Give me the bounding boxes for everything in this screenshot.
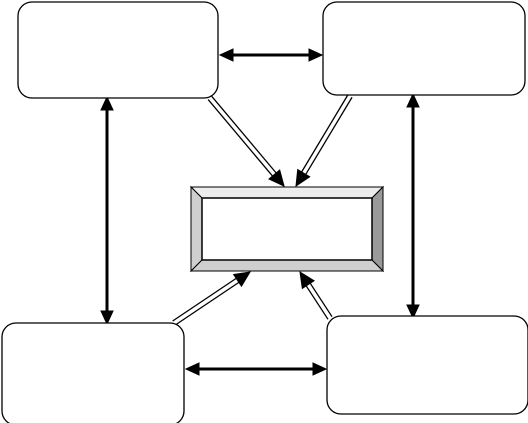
arrowhead-start — [406, 92, 420, 108]
bevel-top — [189, 186, 385, 199]
node-shape — [17, 1, 219, 99]
node-shape — [326, 315, 528, 415]
node-center — [189, 185, 385, 273]
bevel-bottom — [189, 259, 385, 272]
arrowhead-start — [100, 95, 114, 111]
node-bottom-left — [1, 322, 185, 423]
connector-top-right-to-center — [295, 94, 353, 188]
connector-rail-a — [300, 94, 349, 174]
connector-top-left-to-top-right — [218, 48, 324, 62]
connector-bottom-right-to-center — [299, 271, 333, 320]
connector-rail-b — [172, 276, 239, 322]
connector-top-left-to-center — [207, 96, 285, 187]
connector-rail-a — [207, 99, 275, 179]
node-bottom-right — [326, 315, 528, 415]
connector-rail-b — [211, 96, 278, 175]
connector-rail-b — [304, 96, 353, 177]
connector-top-left-to-bottom-left — [100, 95, 114, 326]
node-face — [201, 197, 373, 261]
connector-top-right-to-bottom-right — [406, 92, 420, 320]
arrowhead-end — [268, 169, 285, 187]
arrowhead-end — [299, 271, 315, 290]
node-top-left — [17, 1, 219, 99]
bevel-right — [371, 185, 384, 273]
arrowhead-end — [295, 168, 311, 188]
bevel-left — [190, 185, 203, 273]
connector-bottom-left-to-bottom-right — [184, 362, 328, 376]
arrowhead-end — [308, 48, 324, 62]
arrowhead-end — [312, 362, 328, 376]
connector-bottom-left-to-center — [172, 271, 251, 326]
connections-layer — [100, 48, 420, 376]
node-top-right — [322, 1, 526, 96]
node-shape — [1, 322, 185, 423]
connector-rail-b — [304, 283, 329, 320]
node-shape — [322, 1, 526, 96]
arrowhead-end — [406, 304, 420, 320]
arrowhead-start — [218, 48, 234, 62]
connector-rail-a — [308, 281, 333, 318]
connector-rail-a — [174, 280, 241, 326]
arrowhead-end — [232, 271, 251, 288]
arrowhead-end — [100, 310, 114, 326]
arrowhead-start — [184, 362, 200, 376]
